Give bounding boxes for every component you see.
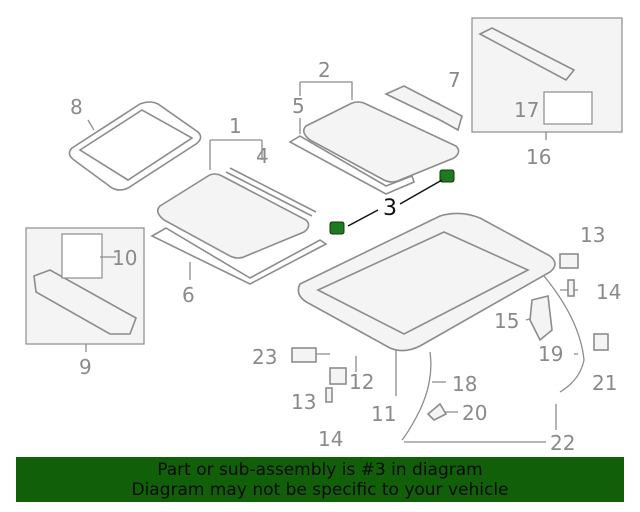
part-15[interactable] [529, 295, 553, 342]
part-10-box [61, 233, 103, 279]
callout-17: 17 [514, 98, 539, 122]
frame-opening [316, 231, 530, 335]
callout-14-lower: 14 [318, 427, 343, 451]
callout-11: 11 [371, 402, 396, 426]
part-7-deflector[interactable] [384, 85, 463, 132]
callout-4: 4 [256, 144, 269, 168]
callout-10: 10 [112, 246, 137, 270]
callout-16: 16 [526, 145, 551, 169]
part-17-box [543, 91, 593, 125]
part-18-cable[interactable] [401, 351, 432, 441]
callout-8: 8 [70, 95, 83, 119]
part-13-bracket[interactable] [329, 367, 347, 385]
callout-20: 20 [462, 401, 487, 425]
callout-7: 7 [448, 68, 461, 92]
part-3-leader [347, 179, 443, 227]
callout-12: 12 [349, 370, 374, 394]
part-13-bracket[interactable] [559, 253, 579, 269]
part-5-seal[interactable] [288, 135, 415, 195]
part-9-deflector [33, 269, 137, 335]
part-23[interactable] [291, 347, 317, 363]
callout-2: 2 [318, 58, 331, 82]
part-19-cable[interactable] [543, 275, 585, 393]
part-4-strip[interactable] [225, 167, 317, 217]
callout-22: 22 [550, 431, 575, 455]
part-21[interactable] [593, 333, 609, 351]
info-banner: Part or sub-assembly is #3 in diagram Di… [16, 457, 624, 502]
part-14-screw[interactable] [567, 279, 575, 297]
part-8-seal[interactable] [68, 101, 202, 191]
callout-19: 19 [538, 342, 563, 366]
part-3-bolt[interactable] [329, 221, 345, 235]
callout-6: 6 [182, 283, 195, 307]
part-11-frame[interactable] [297, 212, 556, 352]
callout-5: 5 [292, 94, 305, 118]
callout-13-lower: 13 [291, 390, 316, 414]
part-16-shade [478, 27, 576, 82]
banner-line-2: Diagram may not be specific to your vehi… [131, 480, 509, 500]
part-6-seal[interactable] [150, 227, 328, 285]
callout-21: 21 [592, 371, 617, 395]
callout-23: 23 [252, 345, 277, 369]
part-20[interactable] [426, 402, 448, 421]
callout-18: 18 [452, 372, 477, 396]
banner-line-1: Part or sub-assembly is #3 in diagram [157, 460, 483, 480]
callout-9: 9 [79, 355, 92, 379]
callout-15: 15 [494, 309, 519, 333]
callout-13-upper: 13 [580, 223, 605, 247]
part-3-bolt[interactable] [439, 169, 455, 183]
part-2-panel[interactable] [302, 101, 460, 183]
callout-1: 1 [229, 114, 242, 138]
part-1-glass-panel[interactable] [156, 173, 310, 259]
part-14-screw[interactable] [325, 387, 333, 403]
callout-3: 3 [383, 196, 397, 221]
callout-14-upper: 14 [596, 280, 621, 304]
